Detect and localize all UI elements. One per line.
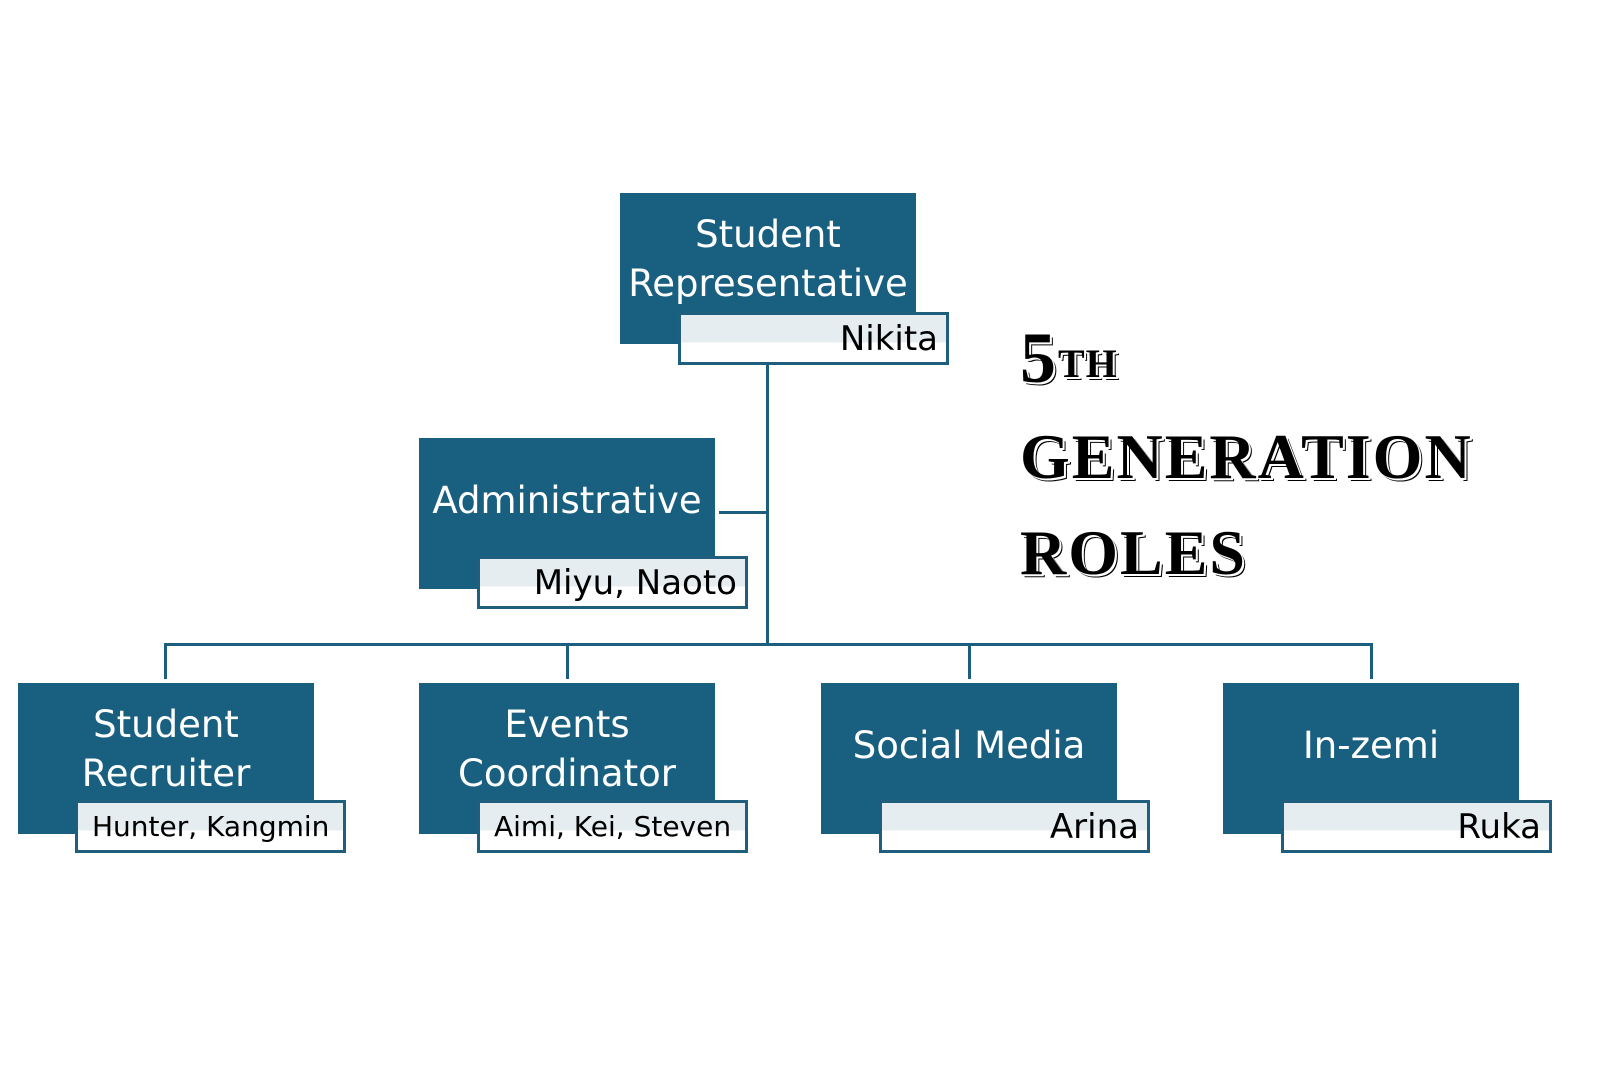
connector-drop-social-media — [968, 643, 971, 679]
role-label: Representative — [628, 261, 908, 305]
member-names: Nikita — [839, 318, 938, 359]
role-label: Administrative — [432, 479, 702, 522]
title-suffix: TH — [1058, 341, 1118, 386]
connector-top-vertical — [766, 364, 769, 646]
member-box-in-zemi: Ruka — [1281, 800, 1552, 853]
role-label: Recruiter — [81, 751, 251, 795]
role-label: Social Media — [852, 724, 1086, 767]
member-names: Ruka — [1457, 806, 1541, 847]
title-line-3: ROLES — [1020, 517, 1247, 588]
title-line-1: 5TH — [1020, 310, 1473, 409]
member-box-administrative: Miyu, Naoto — [477, 556, 748, 609]
role-label: Events — [504, 702, 630, 746]
title-number: 5 — [1020, 318, 1058, 398]
connector-horizontal-bus — [164, 643, 1373, 646]
role-label: Student — [93, 702, 239, 746]
member-box-student-representative: Nikita — [678, 312, 949, 365]
member-box-social-media: Arina — [879, 800, 1150, 853]
role-label: Coordinator — [458, 751, 676, 795]
page-title: 5TH GENERATION ROLES — [1020, 310, 1473, 601]
member-names: Miyu, Naoto — [533, 562, 737, 603]
connector-drop-events-coordinator — [566, 643, 569, 679]
role-label: In-zemi — [1302, 724, 1440, 767]
connector-drop-in-zemi — [1370, 643, 1373, 679]
member-names: Aimi, Kei, Steven — [494, 810, 732, 843]
role-label: Student — [695, 212, 841, 256]
member-names: Hunter, Kangmin — [92, 810, 330, 843]
member-names: Arina — [1049, 806, 1139, 847]
connector-drop-student-recruiter — [164, 643, 167, 679]
connector-administrative — [719, 511, 767, 514]
title-line-2: GENERATION — [1020, 421, 1473, 492]
member-box-events-coordinator: Aimi, Kei, Steven — [477, 800, 748, 853]
member-box-student-recruiter: Hunter, Kangmin — [75, 800, 346, 853]
